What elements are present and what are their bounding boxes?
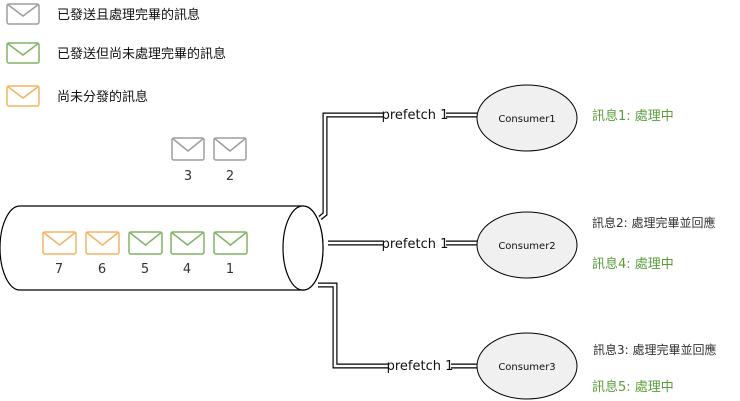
consumer-3: Consumer3 bbox=[476, 332, 578, 400]
consumer-3-name: Consumer3 bbox=[498, 362, 555, 373]
legend-item-processed: 已發送且處理完畢的訊息 bbox=[6, 3, 200, 25]
message-number: 5 bbox=[141, 262, 149, 277]
message-envelope-icon bbox=[170, 231, 205, 255]
legend-label-in-progress: 已發送但尚未處理完畢的訊息 bbox=[57, 46, 226, 62]
consumer-2: Consumer2 bbox=[476, 211, 578, 279]
green-envelope-icon bbox=[6, 42, 40, 64]
message-envelope-icon bbox=[171, 137, 205, 161]
message-number: 2 bbox=[226, 169, 234, 184]
message-number: 3 bbox=[184, 169, 192, 184]
prefetch-label-c3: prefetch 1 bbox=[387, 359, 454, 374]
message-number: 7 bbox=[55, 262, 63, 277]
orange-envelope-icon bbox=[6, 85, 40, 107]
legend: 已發送且處理完畢的訊息 已發送但尚未處理完畢的訊息 尚未分發的訊息 bbox=[6, 3, 226, 107]
gray-envelope-icon bbox=[6, 3, 40, 25]
consumer-1-name: Consumer1 bbox=[498, 114, 555, 125]
message-envelope-icon bbox=[213, 137, 247, 161]
status-c2-done: 訊息2: 處理完畢並回應 bbox=[592, 215, 716, 230]
legend-label-pending: 尚未分發的訊息 bbox=[57, 89, 148, 105]
prefetch-label-c1: prefetch 1 bbox=[382, 108, 449, 123]
legend-item-pending: 尚未分發的訊息 bbox=[6, 85, 148, 107]
status-c2-processing: 訊息4: 處理中 bbox=[592, 256, 674, 272]
consumer-statuses: 訊息1: 處理中 訊息2: 處理完畢並回應 訊息4: 處理中 訊息3: 處理完畢… bbox=[592, 108, 717, 395]
message-number: 4 bbox=[183, 262, 191, 277]
top-messages: 3 2 bbox=[171, 137, 247, 184]
message-envelope-icon bbox=[213, 231, 248, 255]
consumer-1: Consumer1 bbox=[476, 84, 578, 152]
message-number: 1 bbox=[226, 262, 234, 277]
message-envelope-icon bbox=[42, 231, 77, 255]
status-c3-processing: 訊息5: 處理中 bbox=[592, 379, 674, 395]
message-envelope-icon bbox=[85, 231, 120, 255]
message-envelope-icon bbox=[128, 231, 163, 255]
queue-messages: 7 6 5 4 1 bbox=[42, 231, 248, 277]
legend-label-processed: 已發送且處理完畢的訊息 bbox=[57, 7, 200, 23]
status-c1-processing: 訊息1: 處理中 bbox=[592, 108, 674, 124]
prefetch-label-c2: prefetch 1 bbox=[382, 237, 449, 252]
consumer-2-name: Consumer2 bbox=[498, 241, 555, 252]
message-number: 6 bbox=[98, 262, 106, 277]
status-c3-done: 訊息3: 處理完畢並回應 bbox=[593, 342, 717, 357]
legend-item-in-progress: 已發送但尚未處理完畢的訊息 bbox=[6, 42, 226, 64]
prefetch-labels: prefetch 1 prefetch 1 prefetch 1 bbox=[382, 106, 454, 374]
